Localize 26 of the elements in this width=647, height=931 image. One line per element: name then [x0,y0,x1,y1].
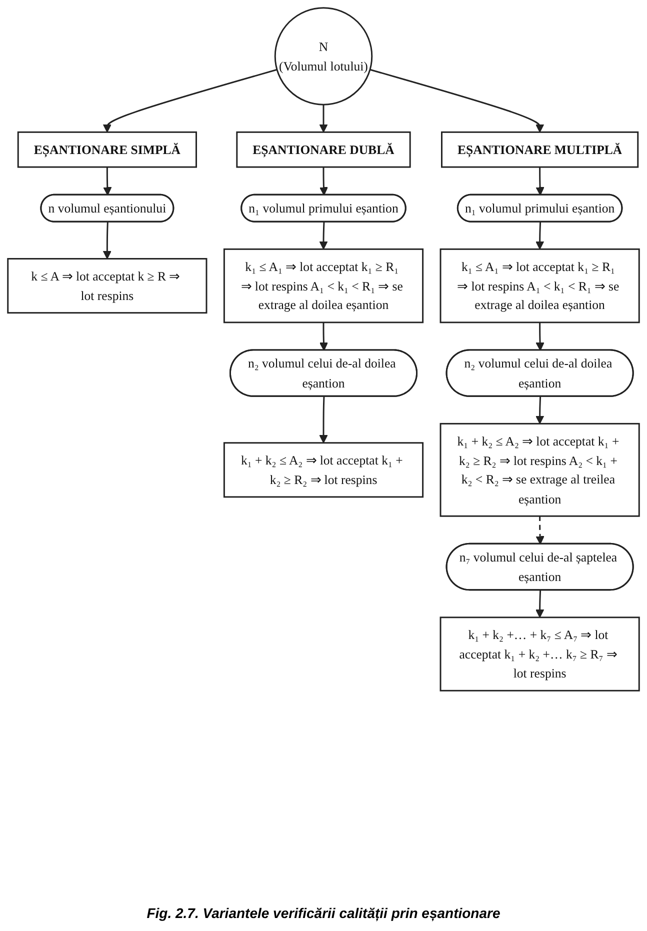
arrow [103,167,112,196]
node-box: EȘANTIONARE MULTIPLĂ [441,131,639,168]
arrow [319,104,328,133]
node-box: k ≤ A ⇒ lot acceptat k ≥ R ⇒ lot respins [7,258,208,314]
arrow [102,68,278,133]
arrow [536,167,544,196]
node-box: k₁ + k₂ +… + k₇ ≤ A₇ ⇒ lot acceptat k₁ + k₂ +… k₇ ≥ R₇ ⇒ lot respins [440,616,640,692]
arrow [370,68,544,133]
node-circle: N (Volumul lotului) [274,7,373,106]
node-box: k₁ + k₂ ≤ A₂ ⇒ lot acceptat k₁ + k₂ ≥ R₂ ⇒ lot respins A₂ < k₁ + k₂ < R₂ ⇒ se extrage al treilea eșantion [440,422,640,517]
arrow [536,590,544,618]
arrow [319,167,328,196]
arrow [319,396,328,444]
node-box: k₁ ≤ A₁ ⇒ lot acceptat k₁ ≥ R₁ ⇒ lot respins A₁ < k₁ < R₁ ⇒ se extrage al doilea eșantion [440,248,640,324]
arrow [319,322,328,351]
arrow [536,516,544,545]
arrow [319,222,328,250]
node-box: k₁ ≤ A₁ ⇒ lot acceptat k₁ ≥ R₁ ⇒ lot respins A₁ < k₁ < R₁ ⇒ se extrage al doilea eșantion [223,248,424,324]
figure-caption: Fig. 2.7. Variantele verificării calității prin eșantionare [146,904,502,924]
arrow [536,396,544,424]
arrow [536,222,544,250]
node-box: EȘANTIONARE SIMPLĂ [17,131,197,168]
node-box: EȘANTIONARE DUBLĂ [236,131,411,168]
arrow [102,222,112,260]
node-box: k₁ + k₂ ≤ A₂ ⇒ lot acceptat k₁ + k₂ ≥ R₂ ⇒ lot respins [223,442,424,498]
arrow [536,322,544,351]
